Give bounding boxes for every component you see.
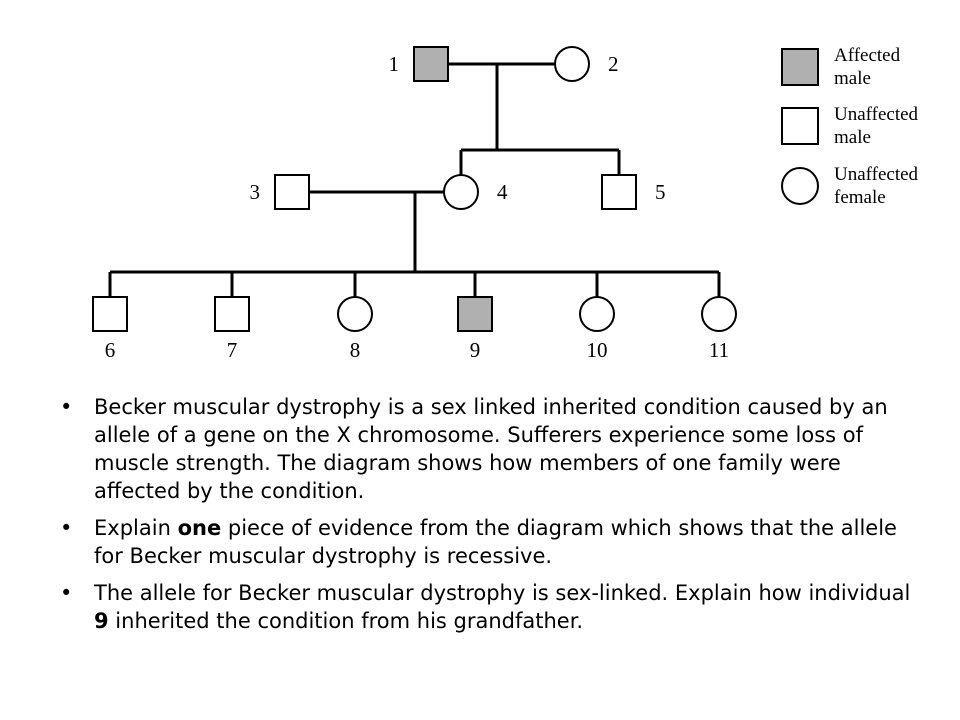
individual-label: 2 — [608, 52, 619, 76]
individual-4: 4 — [443, 174, 508, 210]
individual-5: 5 — [601, 174, 666, 210]
bullet-text: Becker muscular dystrophy is a sex linke… — [94, 395, 888, 503]
legend-label-line1: Unaffected — [834, 104, 919, 125]
individual-label: 6 — [105, 338, 116, 362]
individual-label: 9 — [470, 338, 481, 362]
individual-6: 6 — [92, 296, 128, 362]
legend-unaffected-male-symbol — [781, 107, 819, 145]
individual-2: 2 — [554, 46, 619, 82]
question-bullets: Becker muscular dystrophy is a sex linke… — [60, 393, 920, 644]
bullet-item-2: Explain one piece of evidence from the d… — [60, 514, 920, 570]
bullet-text: The allele for Becker muscular dystrophy… — [94, 581, 911, 605]
legend-affected-male-symbol — [781, 48, 819, 86]
individual-label: 5 — [655, 180, 666, 204]
individual-label: 10 — [587, 338, 608, 362]
legend-label-line2: female — [834, 187, 886, 208]
bullet-item-1: Becker muscular dystrophy is a sex linke… — [60, 393, 920, 505]
bullet-item-3: The allele for Becker muscular dystrophy… — [60, 579, 920, 635]
unaffected-male-symbol — [214, 296, 250, 332]
individual-label: 4 — [497, 180, 508, 204]
legend-label-line2: male — [834, 127, 871, 148]
individual-label: 11 — [709, 338, 729, 362]
unaffected-male-symbol — [601, 174, 637, 210]
individual-11: 11 — [701, 296, 737, 362]
affected-male-symbol — [457, 296, 493, 332]
unaffected-female-symbol — [337, 296, 373, 332]
pedigree-individuals: 1 2 3 4 5 6 7 8 9 10 11 — [92, 46, 737, 362]
unaffected-male-symbol — [92, 296, 128, 332]
individual-1: 1 — [389, 46, 449, 82]
individual-label: 8 — [350, 338, 361, 362]
individual-label: 3 — [250, 180, 261, 204]
individual-3: 3 — [250, 174, 310, 210]
unaffected-female-symbol — [701, 296, 737, 332]
bold-text: 9 — [94, 609, 109, 633]
legend-unaffected-female-symbol — [781, 167, 819, 205]
pedigree-lines — [108, 62, 721, 297]
individual-label: 1 — [389, 52, 400, 76]
individual-10: 10 — [579, 296, 615, 362]
individual-7: 7 — [214, 296, 250, 362]
individual-9: 9 — [457, 296, 493, 362]
individual-8: 8 — [337, 296, 373, 362]
bullet-text: Explain — [94, 516, 178, 540]
individual-label: 7 — [227, 338, 238, 362]
legend-label-line2: male — [834, 68, 871, 89]
affected-male-symbol — [413, 46, 449, 82]
unaffected-female-symbol — [554, 46, 590, 82]
legend-label-line1: Unaffected — [834, 164, 919, 185]
legend-label-line1: Affected — [834, 45, 901, 66]
bullet-text: inherited the condition from his grandfa… — [108, 609, 584, 633]
unaffected-female-symbol — [443, 174, 479, 210]
unaffected-female-symbol — [579, 296, 615, 332]
bullet-text: piece of evidence from the diagram which… — [94, 516, 897, 568]
unaffected-male-symbol — [274, 174, 310, 210]
legend: AffectedmaleUnaffectedmaleUnaffectedfema… — [781, 45, 919, 208]
bold-text: one — [177, 516, 222, 540]
